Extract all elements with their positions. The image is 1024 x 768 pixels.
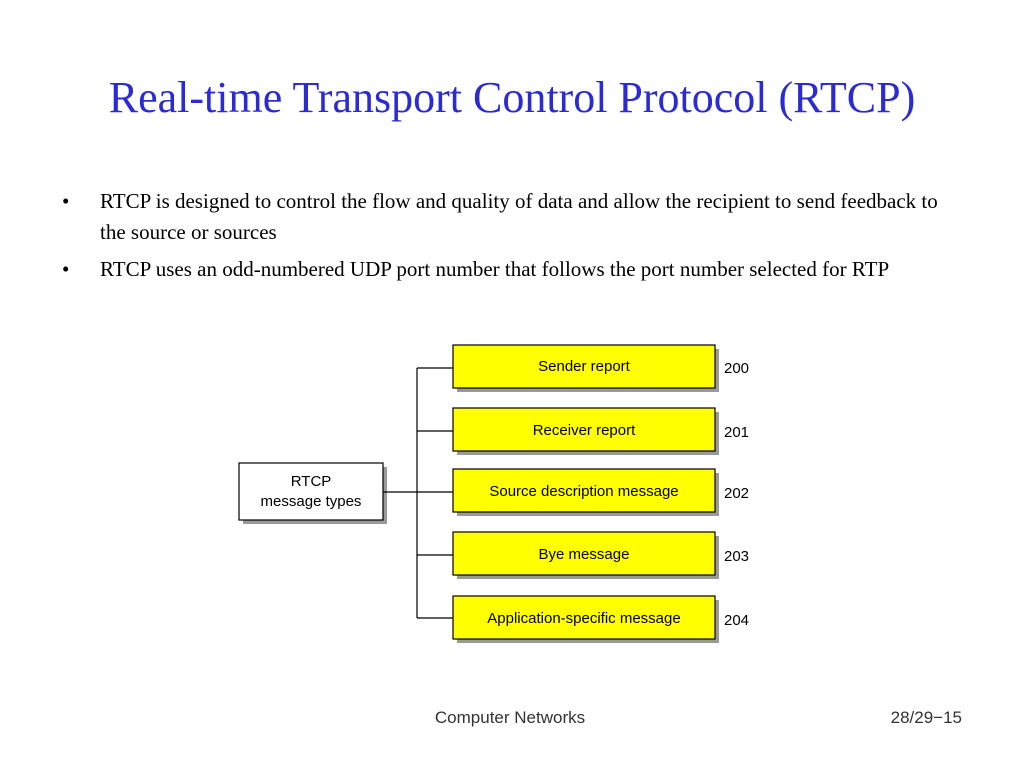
- type-box: [452, 531, 716, 576]
- slide-title: Real-time Transport Control Protocol (RT…: [108, 73, 916, 122]
- message-type-bye: Bye message 203: [452, 531, 749, 579]
- bullet-marker: •: [62, 189, 70, 213]
- type-box: [452, 468, 716, 513]
- footer-course-name: Computer Networks: [434, 708, 586, 727]
- type-code: 201: [724, 424, 749, 441]
- message-type-sender-report: Sender report 200: [452, 344, 749, 392]
- type-label: Receiver report: [533, 422, 636, 439]
- type-label: Application-specific message: [487, 610, 680, 627]
- type-code: 204: [724, 612, 749, 629]
- root-node-label-line2: message types: [261, 493, 362, 510]
- type-label: Source description message: [489, 483, 678, 500]
- footer-slide-number: 28/29−15: [890, 708, 962, 727]
- rtcp-message-types-diagram: RTCP message types Sender report 200 Rec…: [238, 344, 749, 643]
- bullet-marker: •: [62, 257, 70, 281]
- message-type-application-specific: Application-specific message 204: [452, 595, 749, 643]
- message-type-source-description: Source description message 202: [452, 468, 749, 516]
- type-box: [452, 407, 716, 452]
- type-code: 200: [724, 360, 749, 377]
- type-code: 202: [724, 485, 749, 502]
- type-box: [452, 344, 716, 389]
- root-node: RTCP message types: [238, 462, 387, 524]
- root-node-box: [238, 462, 384, 521]
- type-label: Sender report: [538, 358, 631, 375]
- bullet-list: • RTCP is designed to control the flow a…: [62, 186, 962, 291]
- bullet-text: RTCP uses an odd-numbered UDP port numbe…: [100, 257, 890, 281]
- bullet-text: RTCP is designed to control the flow and…: [100, 189, 938, 244]
- connector-lines: [383, 367, 453, 619]
- type-box: [452, 595, 716, 640]
- bullet-item: • RTCP is designed to control the flow a…: [62, 186, 962, 248]
- message-type-receiver-report: Receiver report 201: [452, 407, 749, 455]
- root-node-label-line1: RTCP: [291, 473, 332, 490]
- bullet-item: • RTCP uses an odd-numbered UDP port num…: [62, 254, 962, 285]
- type-code: 203: [724, 548, 749, 565]
- type-label: Bye message: [539, 546, 630, 563]
